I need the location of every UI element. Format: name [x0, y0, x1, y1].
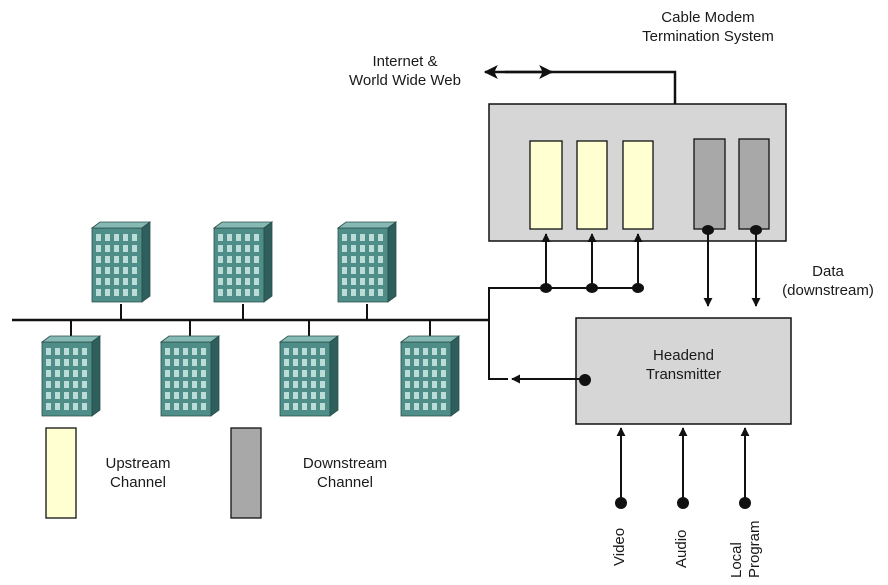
input-audio-label: Audio	[673, 529, 690, 568]
cmts-upstream-channel-3	[622, 140, 654, 230]
legend-upstream-label: Upstream Channel	[88, 454, 188, 492]
headend-label: Headend Transmitter	[626, 346, 741, 384]
cmts-upstream-channel-2	[576, 140, 608, 230]
data-downstream-label: Data (downstream)	[770, 262, 886, 300]
input-video-label: Video	[611, 527, 628, 566]
legend-upstream-line2: Channel	[110, 474, 166, 491]
headend-label-line1: Headend	[653, 347, 714, 364]
legend-downstream-label: Downstream Channel	[283, 454, 407, 492]
legend-upstream-swatch	[45, 427, 77, 519]
internet-label: Internet & World Wide Web	[330, 52, 480, 90]
downstream-data-path	[703, 231, 761, 307]
cmts-label: Cable Modem Termination System	[620, 8, 796, 46]
cmts-upstream-channel-1	[529, 140, 563, 230]
building-icon	[159, 335, 221, 417]
cmts-downstream-channel-1	[693, 138, 726, 230]
input-local-program-label: Local Program	[728, 520, 764, 578]
building-icon	[336, 221, 398, 303]
legend-downstream-swatch	[230, 427, 262, 519]
legend-downstream-line1: Downstream	[302, 455, 388, 472]
internet-label-line1: Internet &	[372, 53, 438, 70]
upstream-return-path	[488, 233, 643, 320]
building-icon	[40, 335, 102, 417]
data-label-line2: (downstream)	[782, 282, 874, 299]
cmts-label-line1: Cable Modem	[661, 9, 755, 26]
headend-output-path	[488, 320, 585, 384]
building-icon	[90, 221, 152, 303]
internet-label-line2: World Wide Web	[349, 72, 461, 89]
building-icon	[399, 335, 461, 417]
legend-upstream-line1: Upstream	[105, 455, 171, 472]
input-local-line1: Local	[728, 542, 745, 578]
legend-downstream-line2: Channel	[317, 474, 373, 491]
cmts-label-line2: Termination System	[642, 28, 774, 45]
data-label-line1: Data	[812, 263, 844, 280]
cmts-downstream-channel-2	[738, 138, 770, 230]
input-local-line2: Program	[746, 520, 763, 578]
headend-inputs	[616, 427, 750, 500]
building-icon	[212, 221, 274, 303]
internet-link	[483, 65, 677, 104]
headend-label-line2: Transmitter	[645, 366, 722, 383]
building-icon	[278, 335, 340, 417]
subscriber-buildings	[40, 221, 461, 417]
headend-transmitter-box	[575, 317, 792, 425]
